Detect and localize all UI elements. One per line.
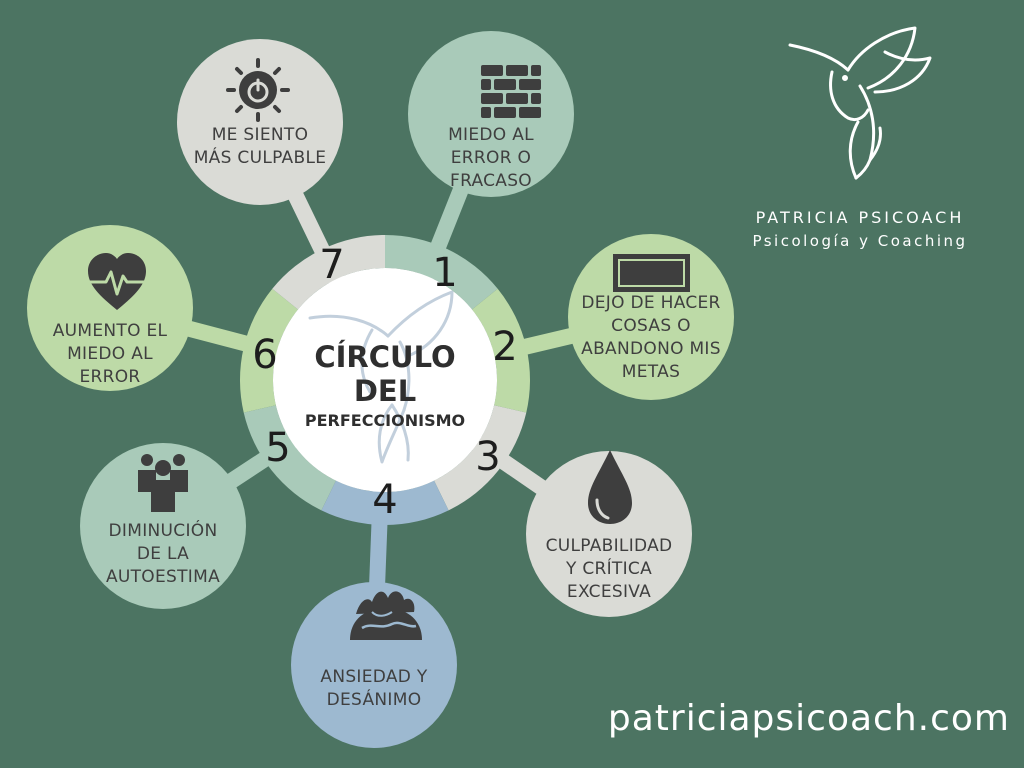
heartbeat-icon [88, 253, 146, 310]
step-7-label: ME SIENTO MÁS CULPABLE [175, 124, 345, 170]
step-6-number: 6 [252, 332, 278, 378]
step-5-label-line: DIMINUCIÓN [108, 521, 218, 541]
step-6-label: AUMENTO EL MIEDO AL ERROR [30, 320, 190, 389]
step-7-circle [177, 39, 343, 205]
brand-tagline: Psicología y Coaching [752, 232, 968, 250]
center-title-line-1: CÍRCULO [314, 340, 456, 374]
center-title-line-2: DEL [353, 374, 417, 408]
ring-segment-5 [243, 405, 336, 511]
people-icon [138, 454, 188, 512]
step-6-label-line: AUMENTO EL [52, 321, 168, 341]
globe-fire-icon [350, 591, 422, 640]
step-5-circle [80, 443, 246, 609]
step-3-circle [526, 451, 692, 617]
step-3-label-line: Y CRÍTICA [565, 559, 653, 579]
step-4-number: 4 [372, 477, 398, 523]
step-2-label: DEJO DE HACER COSAS O ABANDONO MIS METAS [566, 292, 736, 384]
hummingbird-logo-icon [788, 26, 932, 180]
step-4-label-line: ANSIEDAD Y [320, 667, 428, 687]
step-6-circle [27, 225, 193, 391]
step-2-label-line: ABANDONO MIS [581, 339, 721, 359]
step-1-number: 1 [432, 250, 458, 296]
step-4-label: ANSIEDAD Y DESÁNIMO [304, 666, 444, 712]
ring-segment-4 [321, 480, 449, 525]
hummingbird-watermark-icon [308, 290, 454, 464]
ring-segment-7 [272, 235, 385, 310]
ring-segment-2 [472, 288, 530, 413]
step-5-label-line: AUTOESTIMA [105, 567, 221, 587]
cycle-ring [240, 235, 530, 525]
ring-segment-3 [434, 405, 527, 511]
step-1-label-line: ERROR O [450, 148, 532, 168]
brand-name: PATRICIA PSICOACH [755, 208, 965, 227]
ring-segment-6 [240, 288, 298, 413]
website-url[interactable]: patriciapsicoach.com [607, 698, 1010, 739]
step-2-label-line: COSAS O [611, 316, 691, 336]
step-2-number: 2 [492, 324, 518, 370]
ring-segment-1 [385, 235, 498, 310]
step-3-number: 3 [475, 434, 501, 480]
step-2-circle [568, 234, 734, 400]
step-7-label-line: ME SIENTO [211, 125, 309, 145]
step-6-label-line: MIEDO AL [67, 344, 153, 364]
center-title: CÍRCULO DEL PERFECCIONISMO [290, 340, 480, 432]
step-7-number: 7 [319, 242, 345, 288]
step-1-label-line: MIEDO AL [448, 125, 534, 145]
frame-sign-icon [613, 254, 690, 292]
step-4-label-line: DESÁNIMO [326, 690, 422, 710]
step-7-label-line: MÁS CULPABLE [193, 148, 327, 168]
step-2-label-line: DEJO DE HACER [581, 293, 721, 313]
step-5-label: DIMINUCIÓN DE LA AUTOESTIMA [83, 520, 243, 589]
brick-wall-icon [481, 65, 541, 118]
step-3-label-line: EXCESIVA [566, 582, 652, 602]
step-3-label-line: CULPABILIDAD [545, 536, 673, 556]
step-1-label-line: FRACASO [449, 171, 532, 191]
step-5-number: 5 [265, 425, 291, 471]
step-1-label: MIEDO AL ERROR O FRACASO [431, 124, 551, 193]
step-2-label-line: METAS [621, 362, 681, 382]
center-title-line-3: PERFECCIONISMO [304, 411, 466, 430]
step-3-label: CULPABILIDAD Y CRÍTICA EXCESIVA [529, 535, 689, 604]
step-5-label-line: DE LA [136, 544, 190, 564]
drop-icon [588, 450, 632, 524]
step-6-label-line: ERROR [79, 367, 141, 387]
power-sun-icon [226, 58, 290, 122]
center-disk [273, 268, 497, 492]
